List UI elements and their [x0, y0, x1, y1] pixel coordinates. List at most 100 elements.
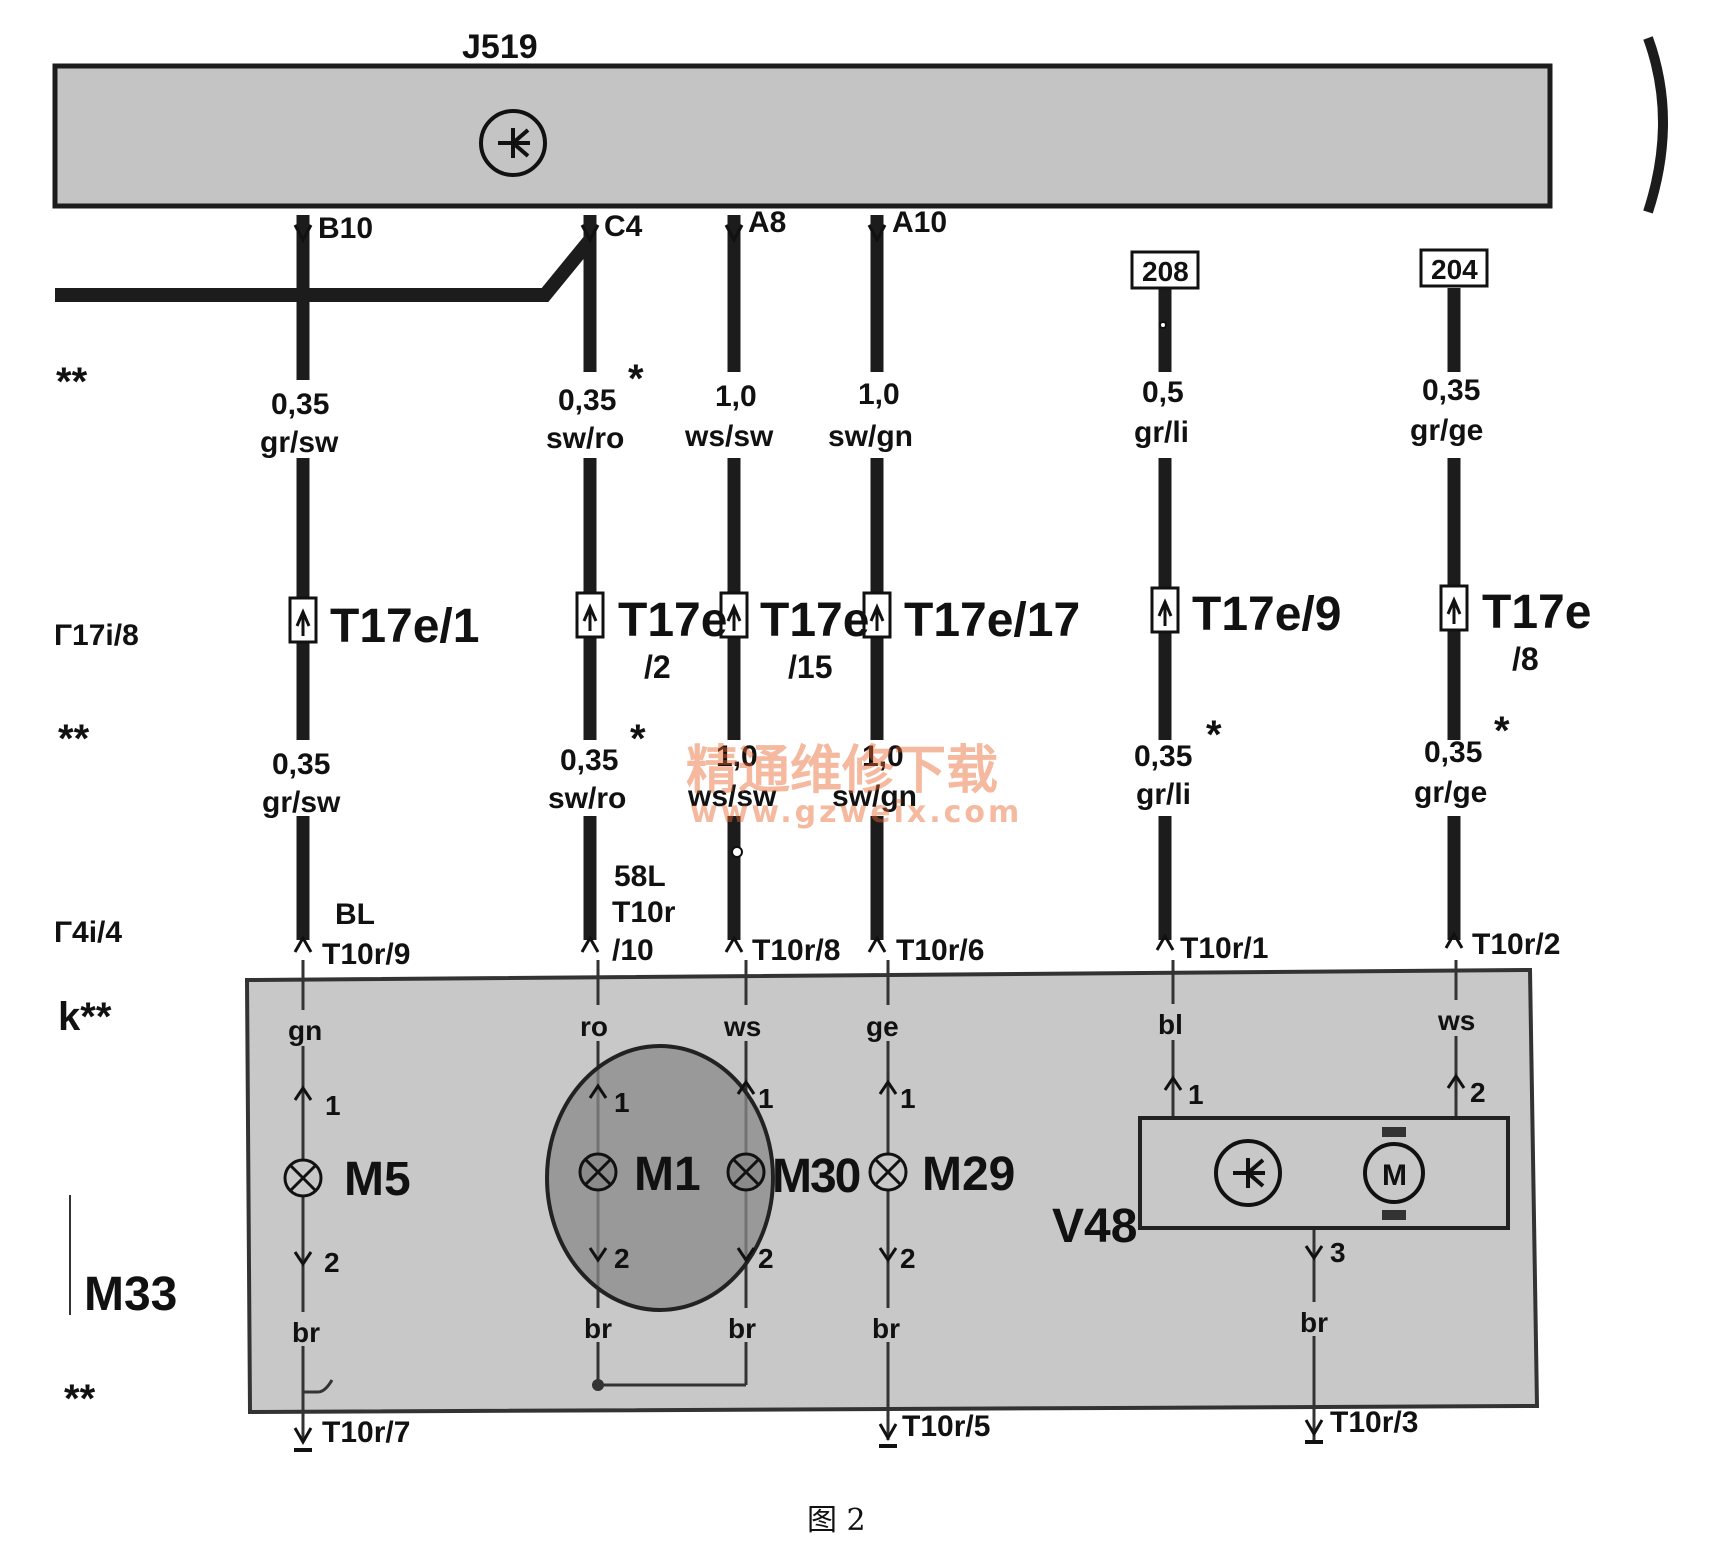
wire-5-size-bot: 0,35	[1134, 740, 1192, 773]
wire-5-size-top: 0,5	[1142, 376, 1184, 409]
wire-2-conn-t17: T17e	[618, 594, 727, 647]
watermark-line-2: www.gzweix.com	[690, 795, 1022, 830]
motor-icon: M	[1363, 1127, 1425, 1220]
lamp-m1-ground: br	[584, 1313, 612, 1344]
star-mark: *	[628, 357, 644, 401]
pin-label-c4: C4	[604, 210, 643, 243]
pin-arrow-icon	[1163, 1075, 1183, 1091]
connector-symbol-icon	[1150, 586, 1180, 634]
splice-dot	[592, 1379, 604, 1391]
wire-6-conn-t17: T17e	[1482, 586, 1591, 639]
wire-6-t10: T10r/2	[1472, 928, 1560, 961]
lamp-m5-ground: br	[292, 1317, 320, 1348]
row-markers: ** Γ17i/8 ** Γ4i/4 k** M33 **	[54, 360, 177, 1421]
pin-arrow-icon	[293, 934, 313, 953]
wire-3-t10: T10r/8	[752, 934, 840, 967]
watermark-line-1: 精通维修下载	[686, 741, 998, 801]
watermark: 精通维修下载 www.gzweix.com	[686, 741, 1022, 830]
pin-arrow-icon	[867, 934, 887, 953]
component-label-m33: M33	[84, 1268, 177, 1321]
wire-4-inner-color: ge	[866, 1011, 899, 1042]
connector-symbol-icon	[1439, 584, 1469, 632]
ref-box-204	[1419, 248, 1489, 288]
highlight-circle	[545, 1044, 775, 1312]
wire-1-conn-t17: T17e/1	[330, 600, 479, 653]
wire-6-inner-color: ws	[1437, 1005, 1475, 1036]
ground-pins: T10r/7 T10r/5 T10r/3	[293, 1406, 1418, 1452]
lamp-icon	[726, 1152, 766, 1192]
lamp-m1-name: M1	[634, 1148, 701, 1201]
pin-arrow-icon	[293, 1251, 313, 1267]
lamp-m5-pin-out: 2	[324, 1247, 340, 1278]
t10-pin-arrows	[293, 930, 1464, 953]
ground-pin-t10r5: T10r/5	[902, 1410, 990, 1443]
pin-label-a8: A8	[748, 206, 786, 239]
wire-3-size-bot: 1,0	[716, 740, 758, 773]
wire-4-color-top: sw/gn	[828, 420, 913, 453]
wire-1-color-top: gr/sw	[260, 426, 339, 459]
pin-arrow-icon	[588, 1247, 608, 1263]
wire-2-color-bot: sw/ro	[548, 782, 626, 815]
reference-boxes: 208 204	[1130, 248, 1489, 290]
lamp-m29-pin-out: 2	[900, 1243, 916, 1274]
wire-3-conn-t17: T17e	[760, 594, 869, 647]
pin-arrow-icon	[580, 224, 600, 244]
wire-3-labels: 1,0 ws/sw 1,0 ws/sw T10r/8	[684, 380, 840, 967]
wire-5-color-top: gr/li	[1134, 416, 1189, 449]
wire-2-extra-1: 58L	[614, 860, 666, 893]
wire-2-size-top: 0,35	[558, 384, 616, 417]
module-body	[52, 63, 1553, 209]
wire-4-color-bot: sw/gn	[832, 780, 917, 813]
thick-harness-line	[55, 235, 596, 302]
pin-arrow-icon	[588, 1083, 608, 1099]
wire-6-color-bot: gr/ge	[1414, 776, 1487, 809]
v48-pin-1: 1	[1188, 1079, 1204, 1110]
ref-box-208-label: 208	[1142, 256, 1189, 287]
lamp-m29-ground: br	[872, 1313, 900, 1344]
lamp-icon	[283, 1158, 323, 1198]
wire-1-extra: BL	[335, 898, 375, 931]
v48-housing	[1138, 1116, 1510, 1230]
wire-4-conn-t17: T17e/17	[904, 594, 1080, 647]
row-marker-stars-4: **	[64, 1377, 96, 1421]
wire-6-size-bot: 0,35	[1424, 736, 1482, 769]
splice-dot	[731, 846, 743, 858]
pin-label-a10: A10	[892, 206, 947, 239]
wire-6-color-top: gr/ge	[1410, 414, 1483, 447]
wire-5-labels: 0,5 gr/li 0,35 * gr/li T10r/1	[1134, 321, 1268, 965]
connector-symbol-icon	[862, 591, 892, 639]
lamp-m29: 1 M29 2 br	[868, 1079, 1015, 1344]
wire-2-size-bot: 0,35	[560, 744, 618, 777]
wire-5-inner-color: bl	[1158, 1009, 1183, 1040]
wire-6-labels: 0,35 gr/ge 0,35 * gr/ge T10r/2	[1410, 374, 1560, 961]
pin-arrow-icon	[878, 1247, 898, 1263]
wire-3-color-bot: ws/sw	[687, 780, 777, 813]
wire-5-color-bot: gr/li	[1136, 778, 1191, 811]
wire-4-size-top: 1,0	[858, 378, 900, 411]
wire-2-labels: 0,35 * sw/ro 0,35 * sw/ro 58L T10r /10	[546, 357, 676, 967]
wire-6-size-top: 0,35	[1422, 374, 1480, 407]
star-mark: *	[1494, 709, 1510, 753]
pin-arrow-icon	[1444, 930, 1464, 949]
pin-arrow-icon	[293, 1085, 313, 1101]
pin-arrow-icon	[1304, 1245, 1324, 1261]
pin-arrow-icon	[1446, 1073, 1466, 1089]
wire-4-t10: T10r/6	[896, 934, 984, 967]
pin-arrow-icon	[878, 1423, 898, 1442]
wire-5-conn-t17: T17e/9	[1192, 588, 1341, 641]
pin-arrow-icon	[1155, 932, 1175, 951]
v48-pin-3: 3	[1330, 1237, 1346, 1268]
wire-3-conn-t17-sub: /15	[788, 649, 832, 685]
splice-dot	[1159, 321, 1167, 329]
pin-arrow-icon	[878, 1079, 898, 1095]
lamp-m29-pin-in: 1	[900, 1083, 916, 1114]
ground-pin-t10r7: T10r/7	[322, 1416, 410, 1449]
pin-arrow-icon	[580, 934, 600, 953]
lamp-icon	[578, 1152, 618, 1192]
pin-arrow-icon	[293, 1427, 313, 1446]
lamp-m5-name: M5	[344, 1153, 411, 1206]
lamp-m1: 1 M1 2 br	[578, 1083, 701, 1344]
wire-6-conn-t17-sub: /8	[1512, 641, 1539, 677]
wire-3-inner-color: ws	[723, 1011, 761, 1042]
module-title: J519	[462, 28, 538, 66]
